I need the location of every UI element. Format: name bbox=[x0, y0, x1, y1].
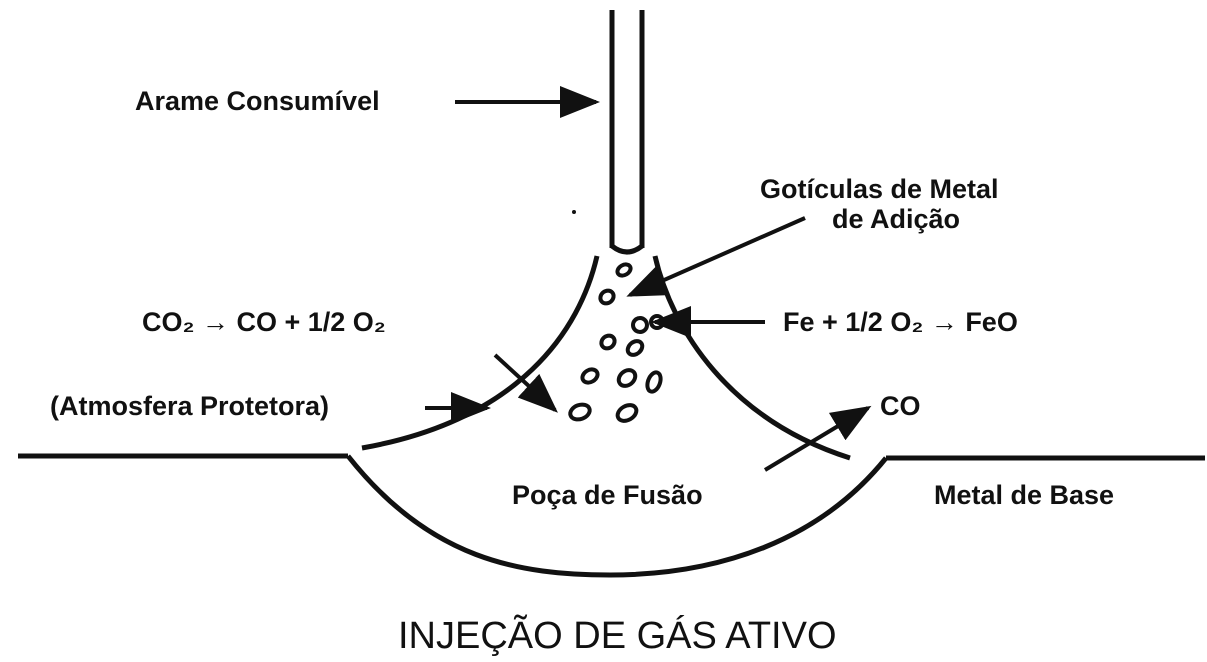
arrow-co bbox=[763, 405, 872, 472]
label-atmosphere: (Atmosfera Protetora) bbox=[50, 391, 330, 421]
arrow-droplets bbox=[626, 216, 806, 297]
label-wire: Arame Consumível bbox=[135, 86, 380, 116]
label-pool: Poça de Fusão bbox=[512, 480, 703, 510]
weld-pool-outline bbox=[346, 454, 888, 578]
gas-envelope bbox=[361, 255, 851, 461]
label-co: CO bbox=[880, 391, 921, 421]
label-droplets-line2: de Adição bbox=[832, 204, 961, 234]
label-droplets-line1: Gotículas de Metal bbox=[760, 174, 999, 204]
speck bbox=[572, 210, 576, 214]
consumable-wire bbox=[609, 10, 645, 255]
label-base-metal: Metal de Base bbox=[934, 480, 1115, 510]
label-reaction-co2: CO₂ → CO + 1/2 O₂ bbox=[142, 307, 386, 337]
arrow-co2 bbox=[493, 353, 558, 413]
diagram-caption: INJEÇÃO DE GÁS ATIVO bbox=[398, 615, 837, 657]
base-metal-surface bbox=[18, 453, 1205, 461]
label-reaction-fe: Fe + 1/2 O₂ → FeO bbox=[783, 307, 1018, 337]
